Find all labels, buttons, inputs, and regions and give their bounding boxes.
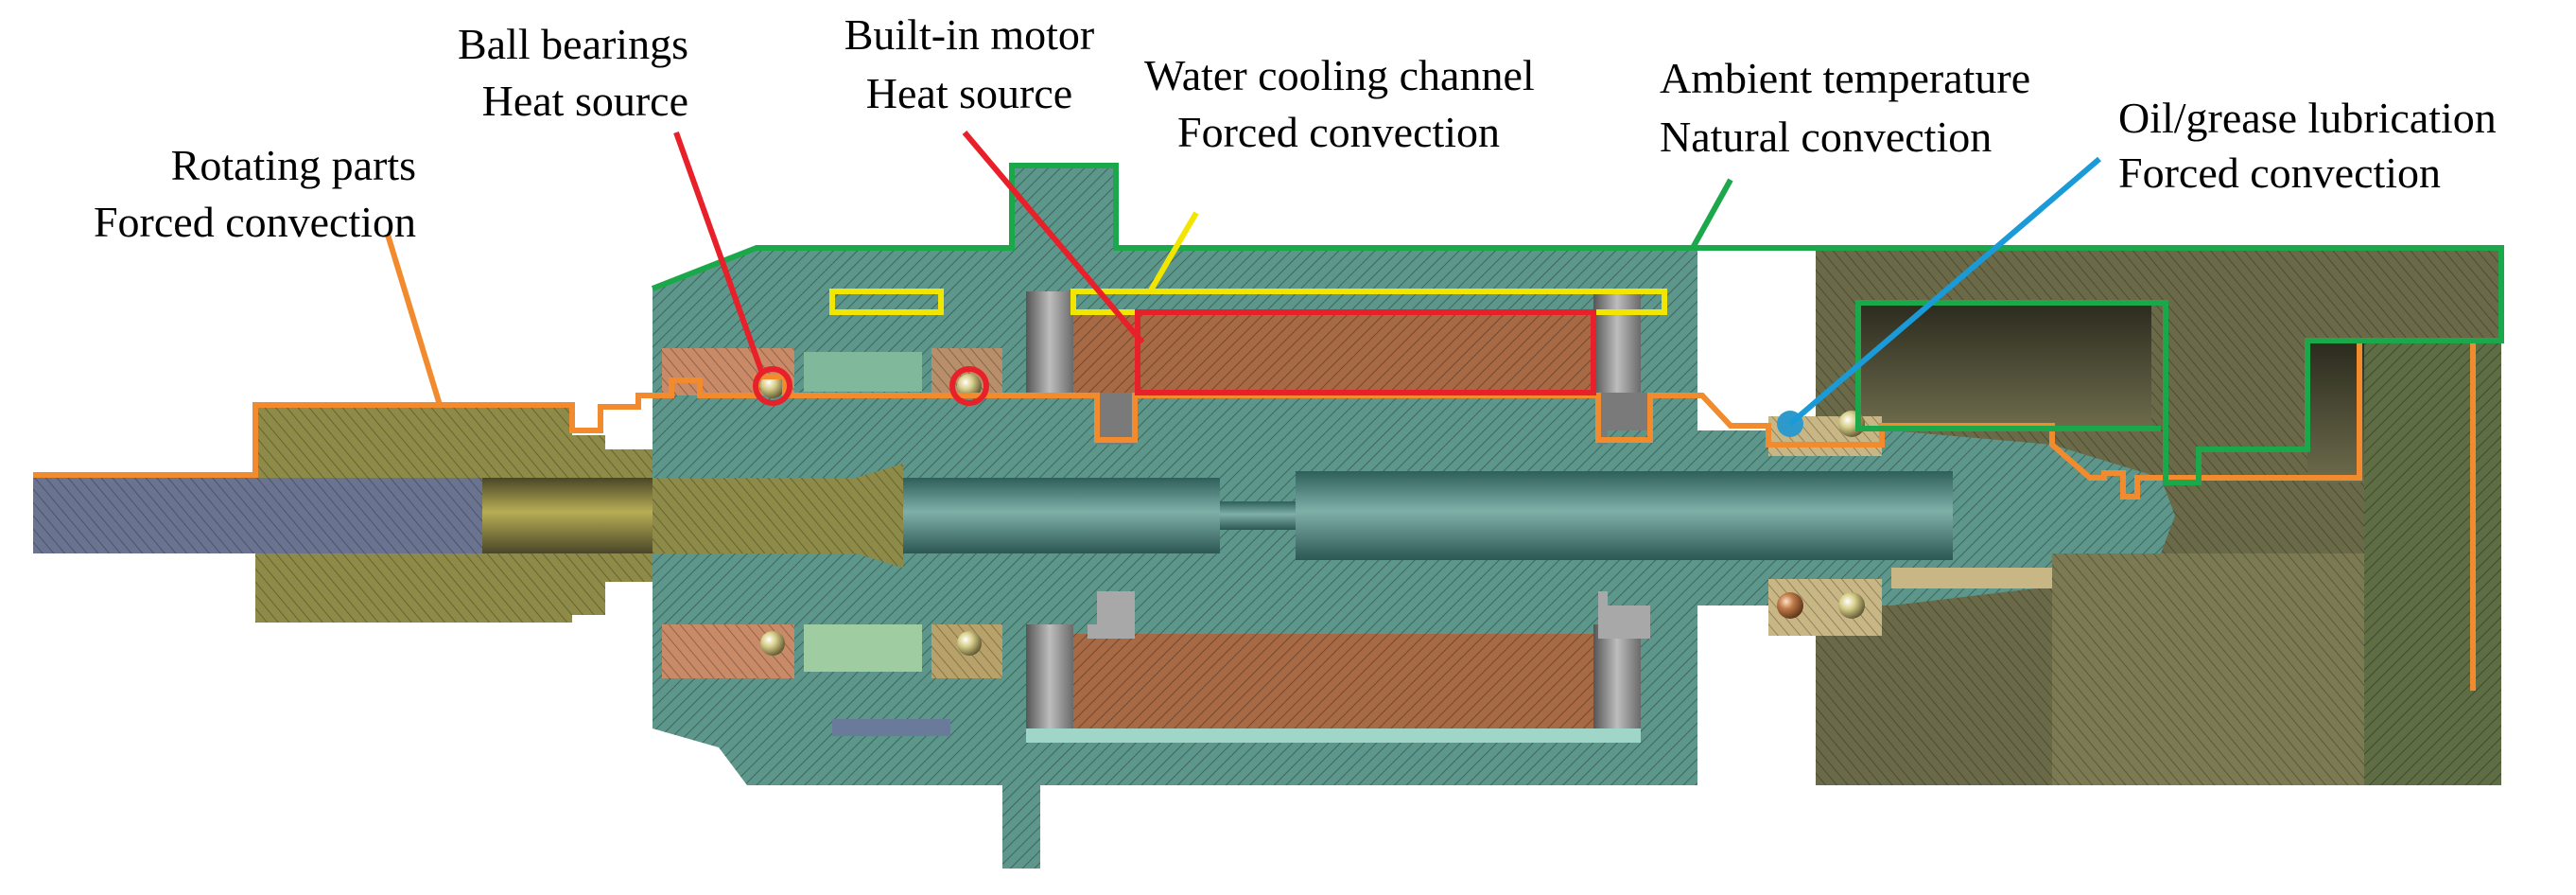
bearing-heat-source-marker-1	[753, 366, 792, 406]
label-lubrication: Oil/grease lubrication Forced convection	[2118, 94, 2497, 197]
label-lubrication-line1: Oil/grease lubrication	[2118, 94, 2497, 142]
stator-lower-left	[1026, 624, 1073, 728]
label-ball-bearings: Ball bearings Heat source	[458, 20, 688, 125]
front-bearing-ball-lower-2	[957, 631, 982, 656]
drawbar-front	[903, 478, 1220, 553]
leader-builtin-motor	[962, 131, 1145, 344]
label-rotating-parts-line1: Rotating parts	[171, 141, 416, 189]
label-builtin-motor-line2: Heat source	[866, 69, 1072, 117]
motor-heat-source-outline	[1135, 309, 1596, 395]
stator-ring-right	[1593, 291, 1641, 394]
front-bearing-ball-upper-2	[957, 374, 982, 398]
tool-holder	[33, 407, 903, 623]
rear-bearing-ball-lower-2	[1838, 592, 1865, 619]
label-ball-bearings-line2: Heat source	[482, 77, 688, 125]
tool-holder-bore	[482, 478, 653, 553]
label-ball-bearings-line1: Ball bearings	[458, 20, 688, 68]
label-ambient-line2: Natural convection	[1660, 113, 1992, 161]
water-cooling-channel-small	[829, 289, 944, 315]
leader-water-cooling	[1146, 211, 1199, 295]
front-bearing-ball-lower-1	[760, 631, 785, 656]
ambient-outline	[651, 163, 2504, 485]
bearing-heat-source-marker-2	[949, 366, 989, 406]
key-slot	[832, 719, 950, 736]
label-builtin-motor: Built-in motor Heat source	[844, 10, 1095, 117]
stator-lower-right	[1593, 624, 1641, 728]
leader-rotating-parts	[385, 234, 443, 406]
label-ambient-line1: Ambient temperature	[1660, 54, 2030, 102]
drawbar-neck	[1220, 501, 1296, 530]
rear-sleeve-lower	[1891, 568, 2052, 588]
built-in-motor	[1026, 291, 1650, 743]
label-rotating-parts: Rotating parts Forced convection	[94, 141, 416, 246]
leader-ambient	[1690, 178, 1733, 250]
rear-cavity-upper	[1858, 301, 2151, 429]
label-water-cooling: Water cooling channel Forced convection	[1144, 51, 1535, 156]
label-builtin-motor-line1: Built-in motor	[844, 10, 1095, 59]
label-water-cooling-line2: Forced convection	[1177, 108, 1500, 156]
label-lubrication-line2: Forced convection	[2118, 149, 2441, 197]
stator-lower-sleeve	[1026, 728, 1641, 743]
rear-bearing-ball-lower-1	[1777, 592, 1803, 619]
leader-ball-bearings	[673, 131, 764, 373]
stator-ring-left	[1026, 291, 1073, 394]
label-ambient: Ambient temperature Natural convection	[1660, 54, 2030, 161]
label-water-cooling-line1: Water cooling channel	[1144, 51, 1535, 99]
front-bearing-ball-upper-1	[760, 374, 785, 398]
leader-lubrication	[1788, 156, 2101, 427]
rotating-parts-outline	[33, 338, 2476, 691]
drawbar-rear	[1296, 471, 1953, 560]
label-rotating-parts-line2: Forced convection	[94, 198, 416, 246]
spindle-shaft	[653, 395, 2364, 785]
